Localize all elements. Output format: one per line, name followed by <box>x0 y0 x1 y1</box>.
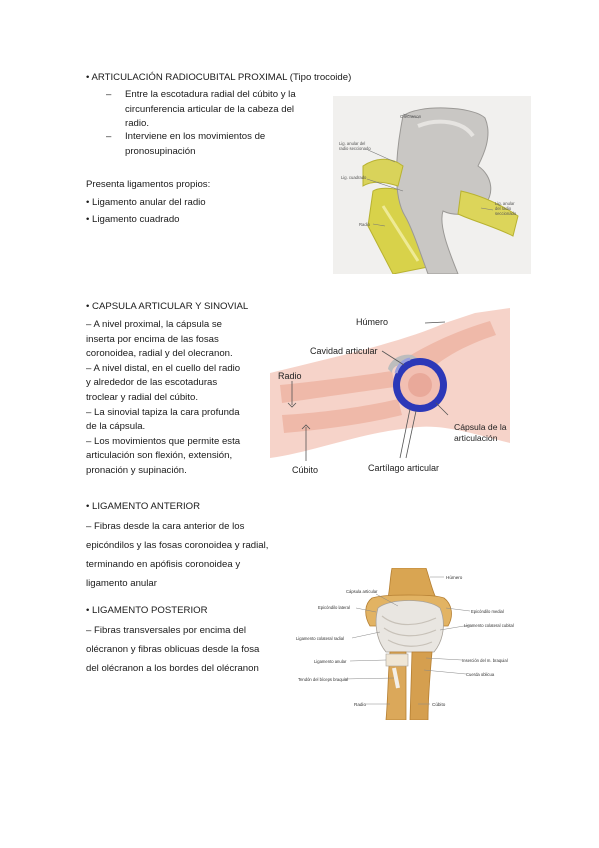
body-line: olécranon y fibras oblicuas desde la fos… <box>86 644 260 655</box>
elbow-ligaments-figure: Húmero Cápsula articular Epicóndilo late… <box>294 568 516 720</box>
label-humero: Húmero <box>446 575 463 580</box>
item-line: Interviene en los movimientos de <box>125 131 266 142</box>
label-lig-anular-seccionado-1: Lig. anular del <box>339 141 365 146</box>
item-line: radio. <box>125 118 149 130</box>
label-cuerda-oblicua: Cuerda oblicua <box>466 672 495 677</box>
body-line: – La sinovial tapiza la cara profunda <box>86 406 240 418</box>
label-olecranon: Olécranon <box>400 114 422 119</box>
ligament-item: • Ligamento anular del radio <box>86 197 206 208</box>
body-line: de la cápsula. <box>86 421 146 433</box>
label-lig-anular-radio-1: Lig. anular <box>495 201 515 206</box>
label-lig-anular-radio-3: seccionado <box>495 211 517 216</box>
body-line: – Los movimientos que permite esta <box>86 435 241 447</box>
ligaments-intro: Presenta ligamentos propios: <box>86 179 211 190</box>
ligament-item: • Ligamento cuadrado <box>86 214 180 225</box>
label-radio: Radio <box>354 702 366 707</box>
body-line: – A nivel proximal, la cápsula se <box>86 319 222 330</box>
item-line: circunferencia articular de la cabeza de… <box>125 103 295 115</box>
section2-heading: • CAPSULA ARTICULAR Y SINOVIAL <box>86 301 249 312</box>
label-colateral-radial: Ligamento colateral radial <box>296 636 344 641</box>
label-cartilago: Cartílago articular <box>368 463 439 473</box>
dash-marker: – <box>106 89 112 100</box>
section3-body: – Fibras desde la cara anterior de los e… <box>86 517 306 593</box>
body-line: – A nivel distal, en el cuello del radio <box>86 362 241 374</box>
label-capsula-1: Cápsula de la <box>454 422 507 432</box>
label-epicondilo-medial: Epicóndilo medial <box>471 609 504 614</box>
section3-heading: • LIGAMENTO ANTERIOR <box>86 501 201 512</box>
body-line: – Fibras desde la cara anterior de los <box>86 521 245 532</box>
label-cavidad-articular: Cavidad articular <box>310 346 378 356</box>
label-capsula-articular: Cápsula articular <box>346 589 378 594</box>
section2-body: – A nivel proximal, la cápsula se insert… <box>86 318 264 479</box>
section4-body: – Fibras transversales por encima del ol… <box>86 621 306 678</box>
label-insercion-braquial: Inserción del m. braquial <box>462 658 508 663</box>
section1-item-1: – Entre la escotadura radial del cúbito … <box>106 88 316 133</box>
label-tendon-biceps: Tendón del bíceps braquial <box>298 677 348 682</box>
body-line: y alrededor de las escotaduras <box>86 377 218 389</box>
item-line: pronosupinación <box>125 145 196 157</box>
body-line: terminando en apófisis coronoidea y <box>86 559 241 570</box>
label-humero: Húmero <box>356 317 388 327</box>
radioulnar-joint-figure: Olécranon Lig. anular del radio secciona… <box>333 96 531 274</box>
body-line: troclear y radial del cúbito. <box>86 391 198 403</box>
dash-marker: – <box>106 131 112 142</box>
label-lig-anular-seccionado-2: radio seccionado <box>339 146 371 151</box>
body-line: inserta por encima de las fosas <box>86 333 219 345</box>
body-line: ligamento anular <box>86 578 157 589</box>
label-epicondilo-lateral: Epicóndilo lateral <box>318 605 350 610</box>
label-capsula-2: articulación <box>454 433 498 443</box>
body-line: coronoidea, radial y del olecranon. <box>86 348 233 360</box>
item-line: Entre la escotadura radial del cúbito y … <box>125 89 296 100</box>
section1-item-2: – Interviene en los movimientos de prono… <box>106 130 316 160</box>
section1-heading: • ARTICULACIÓN RADIOCUBITAL PROXIMAL (Ti… <box>86 72 352 83</box>
elbow-capsule-figure: Húmero Cavidad articular Radio Cápsula d… <box>270 303 510 483</box>
label-radio: Radio <box>359 222 371 227</box>
label-ligamento-anular: Ligamento anular <box>314 659 347 664</box>
label-lig-cuadrado: Lig. cuadrado <box>341 175 367 180</box>
body-line: epicóndilos y las fosas coronoidea y rad… <box>86 540 269 551</box>
label-colateral-cubital: Ligamento colateral cubital <box>464 623 514 628</box>
label-cubito: Cúbito <box>292 465 318 475</box>
label-radio: Radio <box>278 371 302 381</box>
section4-heading: • LIGAMENTO POSTERIOR <box>86 605 208 616</box>
body-line: del olécranon a los bordes del olécranon <box>86 663 259 674</box>
body-line: pronación y supinación. <box>86 464 187 476</box>
label-cubito: Cúbito <box>432 702 446 707</box>
body-line: articulación son flexión, extensión, <box>86 450 233 462</box>
body-line: – Fibras transversales por encima del <box>86 625 246 636</box>
label-lig-anular-radio-2: del radio <box>495 206 512 211</box>
